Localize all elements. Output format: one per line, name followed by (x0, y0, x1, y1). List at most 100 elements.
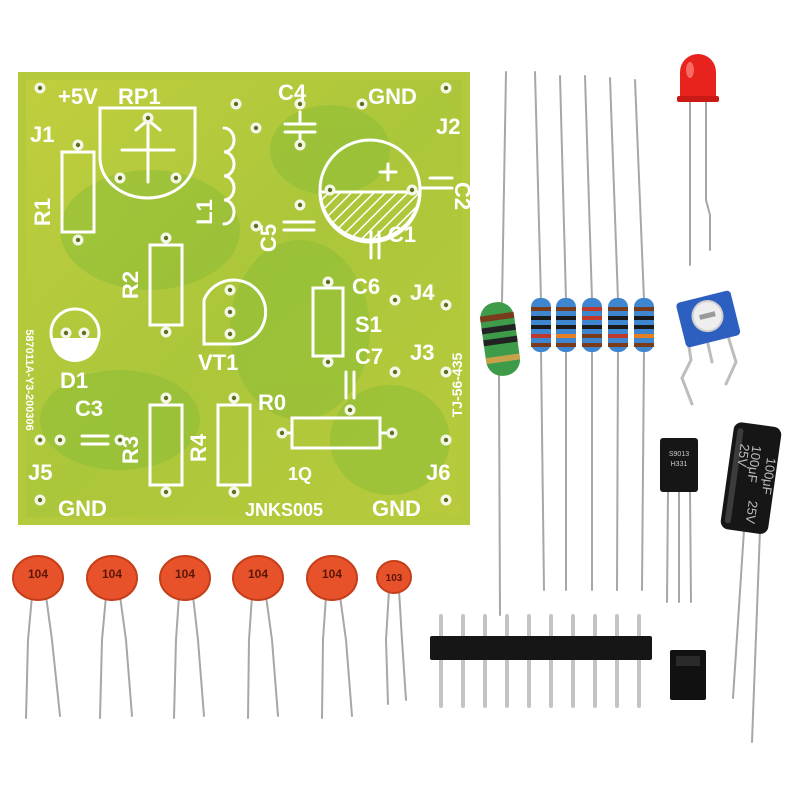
label-r4: R4 (186, 433, 211, 462)
pad-hole (443, 497, 449, 503)
pad-hole (117, 437, 123, 443)
resistor-lead-top (584, 75, 593, 301)
resistor-band (531, 307, 551, 311)
transistor-lead (666, 489, 669, 603)
pad-hole (227, 287, 233, 293)
solder-pad (276, 427, 288, 439)
solder-pad (230, 98, 242, 110)
pad-hole (63, 330, 69, 336)
solder-pad (322, 276, 334, 288)
resistor (582, 75, 602, 591)
solder-pad (78, 327, 90, 339)
label-c3: C3 (75, 396, 103, 421)
ceramic-capacitor: 104 (12, 555, 64, 719)
pad-hole (163, 489, 169, 495)
label-gnd-bottom-left: GND (58, 496, 107, 521)
electrolytic-capacitance-2: 100μF (759, 457, 779, 496)
trimmer-lead (724, 334, 738, 386)
resistor-band (608, 334, 628, 338)
solder-pad (440, 434, 452, 446)
solder-pad (54, 434, 66, 446)
electrolytic-voltage: 25V (734, 443, 752, 468)
solder-pad (114, 434, 126, 446)
solder-pad (389, 366, 401, 378)
d1-filled-half (51, 338, 99, 362)
resistor-band (634, 307, 654, 311)
led-highlight (686, 62, 694, 78)
pad-hole (443, 369, 449, 375)
cap-disc (376, 560, 412, 594)
pad-hole (443, 437, 449, 443)
label-plus5v: +5V (58, 84, 98, 109)
solder-pad (440, 299, 452, 311)
copper-patches (40, 105, 450, 495)
solder-pad (224, 284, 236, 296)
inductor-lead-bottom (498, 373, 501, 616)
solder-pad (250, 122, 262, 134)
led (677, 54, 719, 266)
trimmer-potentiometer (676, 290, 741, 406)
transistor-lead (689, 489, 692, 603)
label-side-code-right: TJ-56-435 (449, 352, 465, 417)
resistor-band (582, 307, 602, 311)
pad-hole (327, 187, 333, 193)
transistor-marking-1: S9013 (669, 451, 689, 458)
solder-pad (406, 184, 418, 196)
pad-hole (297, 202, 303, 208)
resistor-band (556, 316, 576, 320)
pad-hole (57, 437, 63, 443)
pad-hole (297, 101, 303, 107)
pad-hole (389, 430, 395, 436)
solder-pad (170, 172, 182, 184)
resistor-band (608, 307, 628, 311)
solder-pad (34, 434, 46, 446)
inductor-band (483, 335, 518, 347)
cap-lead (247, 595, 253, 719)
pad-hole (279, 430, 285, 436)
solder-pad (294, 98, 306, 110)
cap-lead (173, 595, 180, 719)
inductor (479, 71, 521, 616)
resistor-lead-bottom (616, 349, 619, 591)
label-c7: C7 (355, 344, 383, 369)
solder-pad (160, 232, 172, 244)
s1-outline (311, 286, 345, 358)
cap-value: 104 (322, 567, 342, 581)
pad-hole (81, 330, 87, 336)
pad-hole (75, 237, 81, 243)
transistor: S9013 H331 (660, 438, 698, 603)
pad-hole (145, 115, 151, 121)
copper-patch (270, 105, 390, 195)
ceramic-capacitor: 104 (232, 555, 284, 719)
electrolytic-lead (751, 529, 761, 743)
r3-outline (148, 403, 184, 487)
resistor-band (582, 316, 602, 320)
pad-hole (409, 187, 415, 193)
cap-lead (25, 595, 33, 719)
resistor-band (634, 334, 654, 338)
pad-hole (253, 223, 259, 229)
resistor-band (556, 307, 576, 311)
cap-lead (45, 595, 61, 717)
resistor-band (582, 334, 602, 338)
pad-hole (227, 331, 233, 337)
resistor-band (531, 316, 551, 320)
vt1-outline (202, 278, 268, 346)
pad-hole (297, 142, 303, 148)
pad-hole (325, 279, 331, 285)
solder-pad (60, 327, 72, 339)
label-j2: J2 (436, 114, 460, 139)
electrolytic-voltage-2: 25V (743, 500, 761, 525)
cap-lead (339, 595, 353, 717)
pad-hole (227, 309, 233, 315)
cap-lead (265, 595, 279, 717)
label-j6: J6 (426, 460, 450, 485)
pad-hole (37, 437, 43, 443)
cap-lead (398, 589, 407, 701)
cap-value: 104 (28, 567, 48, 581)
label-r0-value: 1Q (288, 464, 312, 484)
cap-value: 104 (248, 567, 268, 581)
cap-lead (99, 595, 107, 719)
ceramic-capacitor: 104 (86, 555, 138, 719)
label-d1: D1 (60, 368, 88, 393)
